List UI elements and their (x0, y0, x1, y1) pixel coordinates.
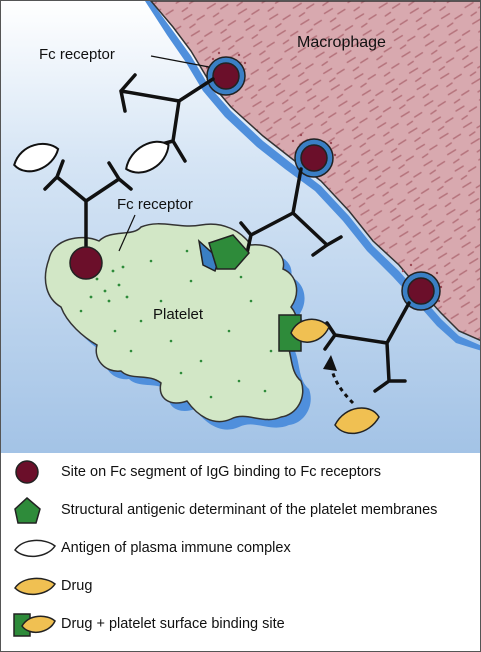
platelet-label: Platelet (153, 306, 204, 323)
legend-item-immune-complex-antigen: Antigen of plasma immune complex (13, 533, 291, 563)
antigenic-determinant-icon (14, 497, 41, 524)
macrophage-fc-receptor-2 (294, 138, 334, 178)
platelet-fc-site (69, 246, 103, 280)
legend-item-antigenic-determinant: Structural antigenic determinant of the … (13, 495, 437, 525)
fc-receptor-macrophage-label: Fc receptor (39, 46, 115, 63)
immune-complex-antigens (13, 140, 170, 174)
macrophage-label: Macrophage (297, 34, 386, 51)
legend-label: Antigen of plasma immune complex (61, 540, 291, 556)
binding-arrowhead (323, 355, 337, 371)
immune-thrombocytopenia-diagram: Fc receptor Macrophage Fc receptor Plate… (1, 1, 480, 453)
platelet (44, 223, 304, 423)
immune-complex-antigen-icon (14, 539, 57, 558)
macrophage-fc-receptor-3 (401, 271, 441, 311)
legend-item-drug: Drug (13, 571, 92, 601)
igg-antibodies (43, 73, 411, 393)
legend-item-drug-binding-site: Drug + platelet surface binding site (13, 609, 285, 639)
antigenic-determinant-site (197, 234, 250, 273)
macrophage-fc-receptor-1 (206, 56, 246, 96)
legend: Site on Fc segment of IgG binding to Fc … (1, 453, 480, 651)
fc-site-icon (15, 460, 39, 484)
free-drug (334, 407, 380, 435)
fc-receptor-leader-line (150, 55, 210, 68)
drug-binding-site-icon (13, 613, 56, 637)
legend-item-fc-site: Site on Fc segment of IgG binding to Fc … (13, 457, 381, 487)
fc-receptor-platelet-label: Fc receptor (117, 196, 193, 213)
legend-label: Drug + platelet surface binding site (61, 616, 285, 632)
fc-receptor-platelet-leader-line (118, 214, 136, 252)
legend-label: Drug (61, 578, 93, 594)
drug-binding-site-on-platelet (278, 314, 330, 352)
drug-icon (14, 577, 57, 596)
legend-label: Structural antigenic determinant of the … (61, 502, 438, 518)
legend-label: Site on Fc segment of IgG binding to Fc … (61, 464, 381, 480)
